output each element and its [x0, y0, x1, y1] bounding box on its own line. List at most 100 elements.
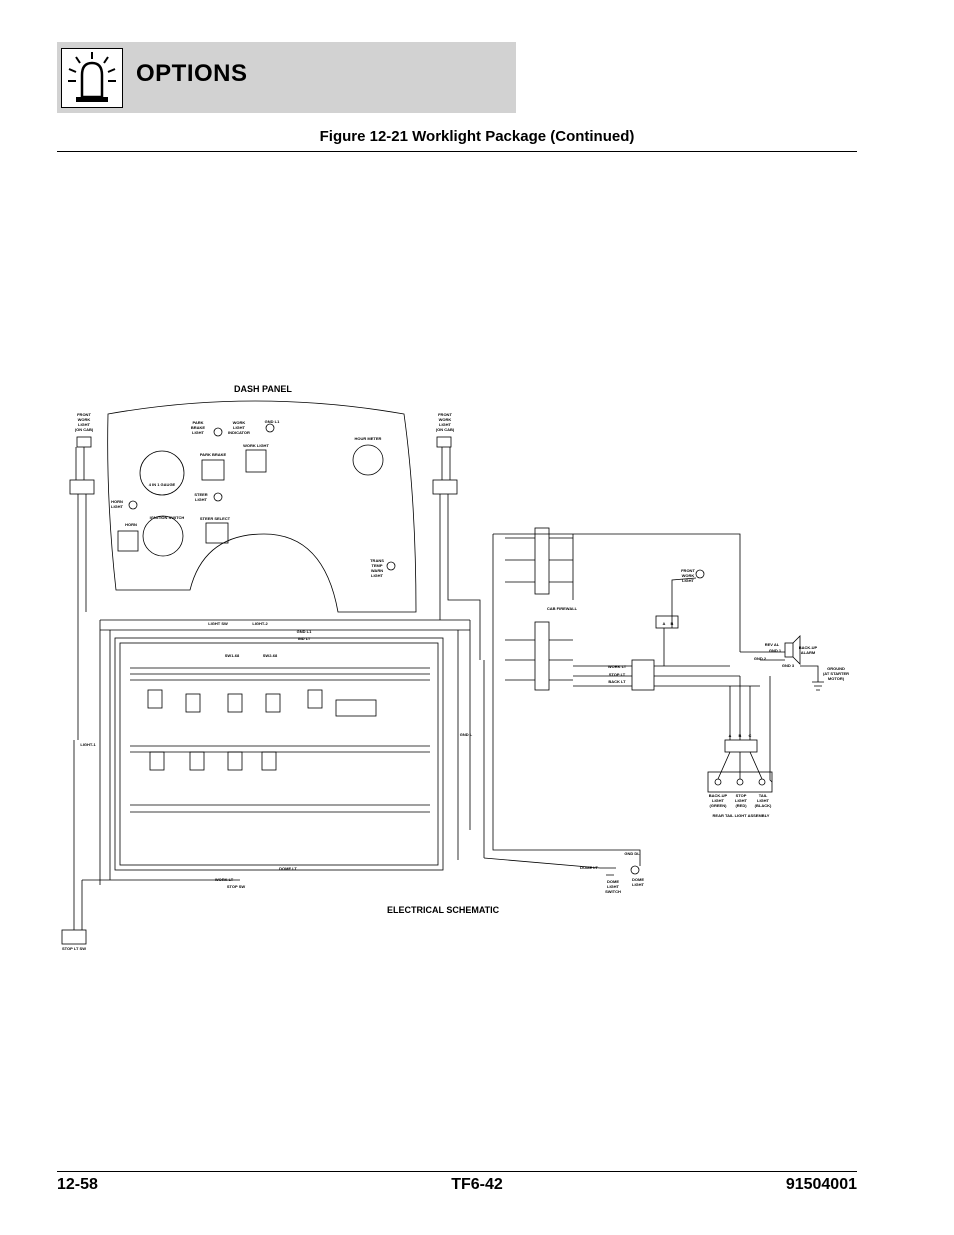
dome-light-lamp	[630, 865, 640, 875]
front-work-light-right-lamp	[436, 436, 452, 448]
front-work-light-rear-line-2: WORK	[682, 573, 695, 578]
lower-firewall-connector	[534, 621, 550, 691]
back-up-light-line-3: (GREEN)	[710, 803, 728, 808]
stop-sw-label: STOP SW	[227, 884, 246, 889]
back-up-alarm-body	[784, 642, 794, 658]
top-divider	[57, 151, 857, 152]
ignition-switch-label: IGNITION SWITCH	[150, 515, 185, 520]
dome-switch-line-1: DOME	[607, 879, 619, 884]
stop-light-line-1: STOP	[736, 793, 747, 798]
left-connector	[69, 479, 95, 495]
sw2-68-label: SW2-68	[263, 653, 278, 658]
dome-switch-line-2: LIGHT	[607, 884, 620, 889]
dash-panel-outline	[107, 400, 417, 613]
dome-lt-label: DOME LT	[580, 865, 598, 870]
front-work-light-left-line-3: LIGHT	[78, 422, 91, 427]
work-lt-rear-label: WORK LT	[608, 664, 627, 669]
park-brake-lamp	[213, 427, 223, 437]
electrical-schematic-caption: ELECTRICAL SCHEMATIC	[387, 905, 500, 915]
work-light-indicator-line-3: INDICATOR	[228, 430, 250, 435]
worklight-icon	[61, 48, 123, 108]
gnd-2-label: GND 2	[754, 656, 767, 661]
tail-light-line-2: LIGHT	[757, 798, 770, 803]
four-in-one-gauge-dial	[139, 450, 185, 496]
dome-light-line-1: DOME	[632, 877, 644, 882]
rear-harness-connector	[631, 659, 655, 691]
section-title: OPTIONS	[136, 60, 248, 87]
front-work-light-right-line-3: LIGHT	[439, 422, 452, 427]
steer-light-line-1: STEER	[194, 492, 207, 497]
rev-al-label: REV AL	[765, 642, 780, 647]
gnd-3-label: GND 3	[782, 663, 795, 668]
steer-select-label: STEER SELECT	[200, 516, 231, 521]
tail-light-line-3: (BLACK)	[755, 803, 772, 808]
trans-temp-lamp	[386, 561, 396, 571]
work-lt-bottom-label: WORK LT	[215, 877, 234, 882]
back-lt-rear-label: BACK LT	[608, 679, 626, 684]
horn-light-line-2: LIGHT	[111, 504, 124, 509]
front-work-light-right-line-4: (ON CAB)	[436, 427, 455, 432]
trans-temp-line-4: LIGHT	[371, 573, 384, 578]
dome-lt-bottom-label: DOME LT	[279, 866, 297, 871]
model-number: TF6-42	[451, 1176, 503, 1193]
gnd-l-label: GND L	[460, 732, 473, 737]
back-up-light-line-1: BACK-UP	[709, 793, 728, 798]
header-band	[57, 42, 516, 113]
front-work-light-left-line-4: (ON CAB)	[75, 427, 94, 432]
steer-light-line-2: LIGHT	[195, 497, 208, 502]
dash-panel-label: DASH PANEL	[234, 384, 292, 394]
sw1-68-label: SW1-68	[225, 653, 240, 658]
back-up-alarm-line-1: BACK-UP	[799, 645, 818, 650]
work-light-indicator-line-2: LIGHT	[233, 425, 246, 430]
cab-firewall-label: CAB FIREWALL	[547, 606, 578, 611]
horn-light-line-1: HORN	[111, 499, 123, 504]
front-work-light-left-line-2: WORK	[78, 417, 91, 422]
four-in-one-gauge-label: 4 IN 1 GAUGE	[149, 482, 176, 487]
trans-temp-line-3: WARN	[371, 568, 383, 573]
stop-light-line-2: LIGHT	[735, 798, 748, 803]
tail-light-line-1: TAIL	[759, 793, 768, 798]
rear-tail-assembly-label: REAR TAIL LIGHT ASSEMBLY	[713, 813, 770, 818]
stop-light-line-3: (RED)	[735, 803, 747, 808]
front-work-light-rear-line-3: LIGHT	[682, 578, 695, 583]
dome-light-line-2: LIGHT	[632, 882, 645, 887]
ind-lt-label: IND LT	[298, 636, 311, 641]
trans-temp-line-2: TEMP	[371, 563, 382, 568]
horn-label: HORN	[125, 522, 137, 527]
hour-meter-dial	[352, 444, 384, 476]
park-brake-switch	[201, 459, 225, 481]
stop-lt-rear-label: STOP LT	[609, 672, 626, 677]
park-brake-light-line-3: LIGHT	[192, 430, 205, 435]
park-brake-light-line-2: BRAKE	[191, 425, 206, 430]
tail-connector-c: C	[749, 733, 752, 738]
work-light-indicator-line-1: WORK	[233, 420, 246, 425]
light-sw-label: LIGHT SW	[208, 621, 228, 626]
light-2-label: LIGHT-2	[252, 621, 268, 626]
rear-connector-a: A	[663, 621, 666, 626]
steer-lamp	[213, 492, 223, 502]
trans-temp-line-1: TRANS	[370, 558, 384, 563]
relay-box-inner	[119, 642, 439, 866]
dome-switch-line-3: SWITCH	[605, 889, 621, 894]
work-light-indicator-lamp	[265, 423, 275, 433]
park-brake-light-line-1: PARK	[192, 420, 203, 425]
tail-connector-b: B	[739, 733, 742, 738]
gnd-l1-label: GND L1	[265, 419, 280, 424]
ground-line-3: MOTOR)	[828, 676, 845, 681]
ground-line-1: GROUND	[827, 666, 845, 671]
front-work-light-left-line-1: FRONT	[77, 412, 91, 417]
work-light-switch	[245, 449, 267, 473]
tail-connector-a: A	[729, 733, 732, 738]
stop-light-switch	[61, 929, 87, 945]
front-work-light-right-line-1: FRONT	[438, 412, 452, 417]
rear-connector-b: B	[671, 621, 674, 626]
document-number: 91504001	[785, 1176, 857, 1193]
gnd-dl-label: GND DL	[624, 851, 640, 856]
bottom-divider	[57, 1171, 857, 1172]
front-work-light-rear-connector	[655, 615, 679, 629]
stop-lt-sw-label: STOP LT SW	[62, 946, 86, 951]
gnd-1-label: GND 1	[769, 648, 782, 653]
front-work-light-right-line-2: WORK	[439, 417, 452, 422]
park-brake-label: PARK BRAKE	[200, 452, 227, 457]
relay-box-outer	[114, 637, 444, 871]
